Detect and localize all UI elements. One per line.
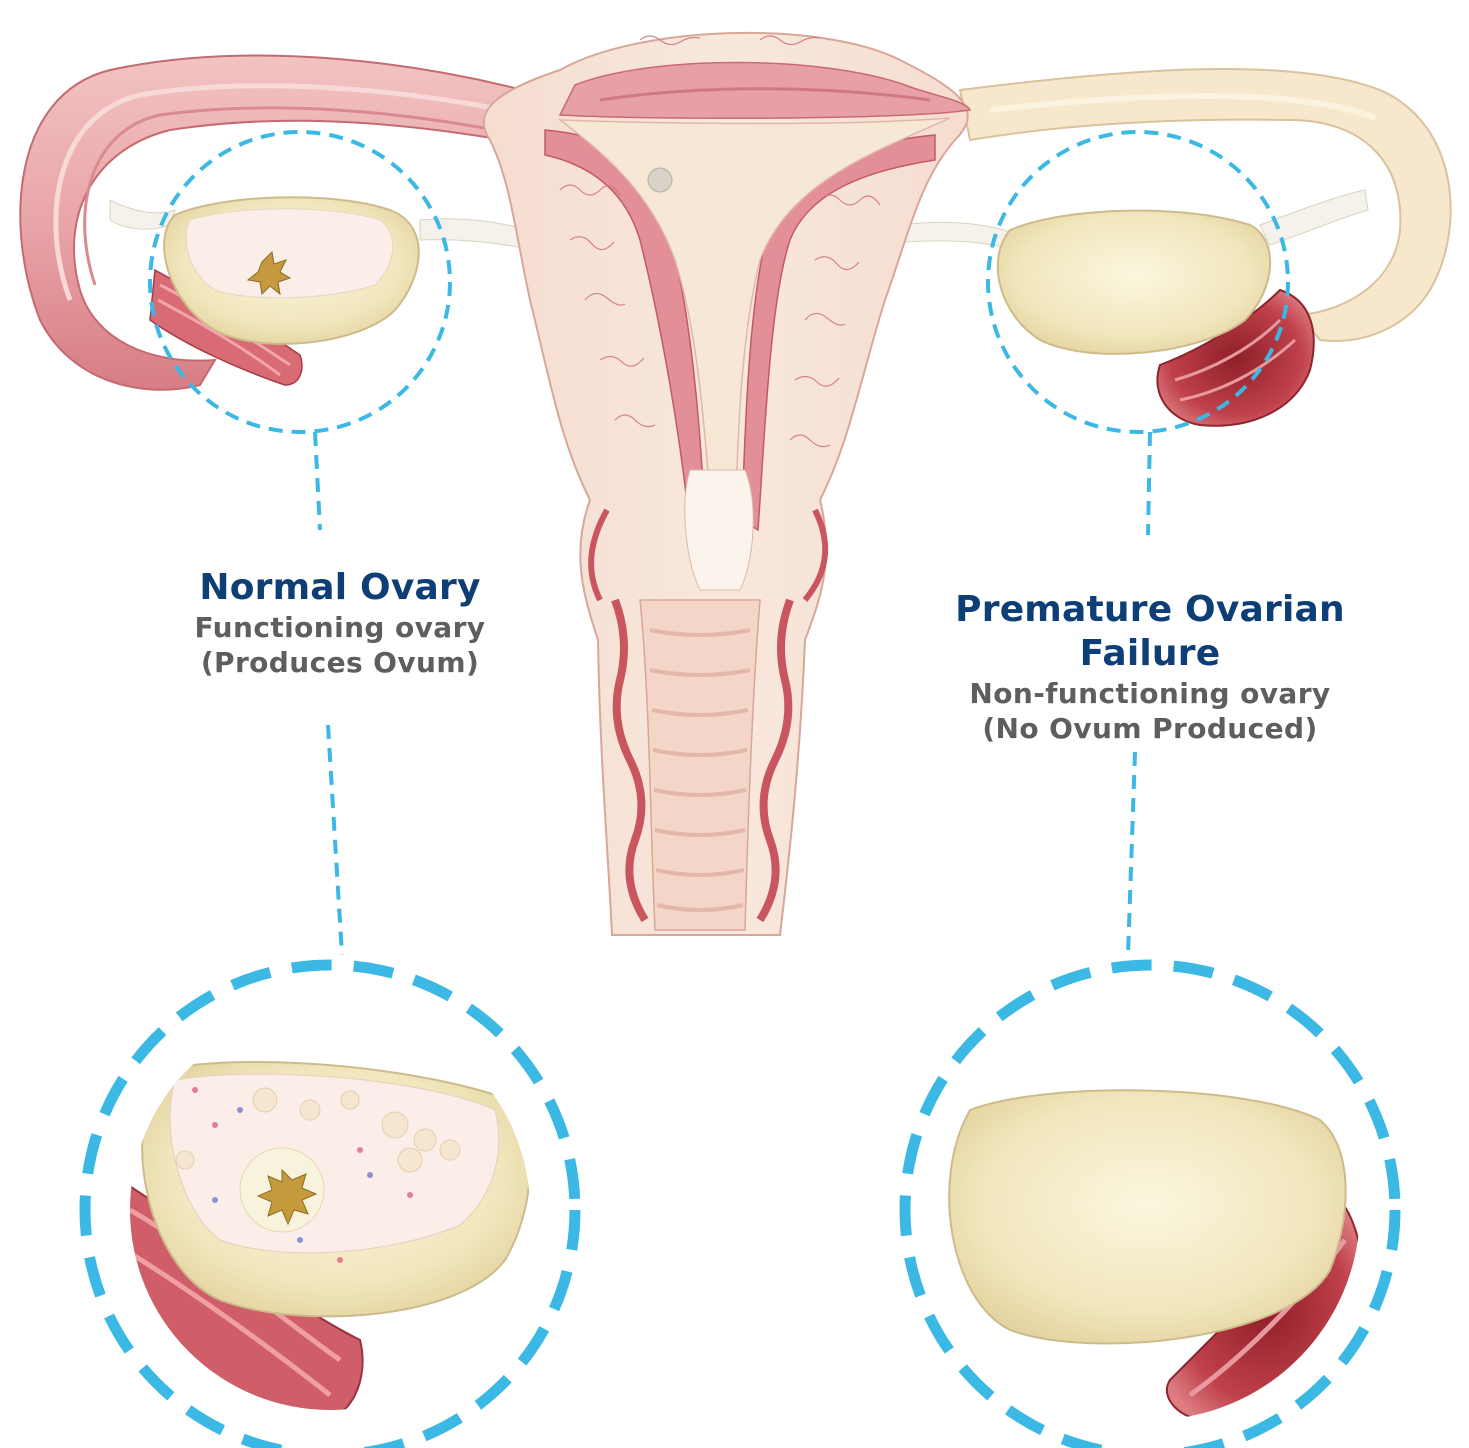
failed-ovary [998,211,1314,426]
normal-ovary-description: Functioning ovary [140,610,540,645]
normal-ovary-zoom [85,965,575,1448]
failure-ovary-description: Non-functioning ovary [880,676,1420,711]
failure-connector-lower [1128,752,1135,955]
normal-ovary-title: Normal Ovary [140,566,540,610]
cervix [685,470,753,590]
failure-ovary-title: Premature Ovarian Failure [880,588,1420,676]
failure-connector-upper [1148,432,1150,535]
normal-ovary-label: Normal Ovary Functioning ovary (Produces… [140,566,540,680]
failure-ovary-note: (No Ovum Produced) [880,711,1420,746]
failure-ovary-zoom [905,965,1395,1448]
failure-ovary-label: Premature Ovarian Failure Non-functionin… [880,588,1420,746]
normal-ovary-note: (Produces Ovum) [140,645,540,680]
right-ovarian-ligament [1260,190,1368,245]
normal-connector-upper [315,432,320,530]
normal-ovary [150,197,419,385]
normal-connector-lower [328,725,342,955]
vaginal-canal [640,600,760,930]
